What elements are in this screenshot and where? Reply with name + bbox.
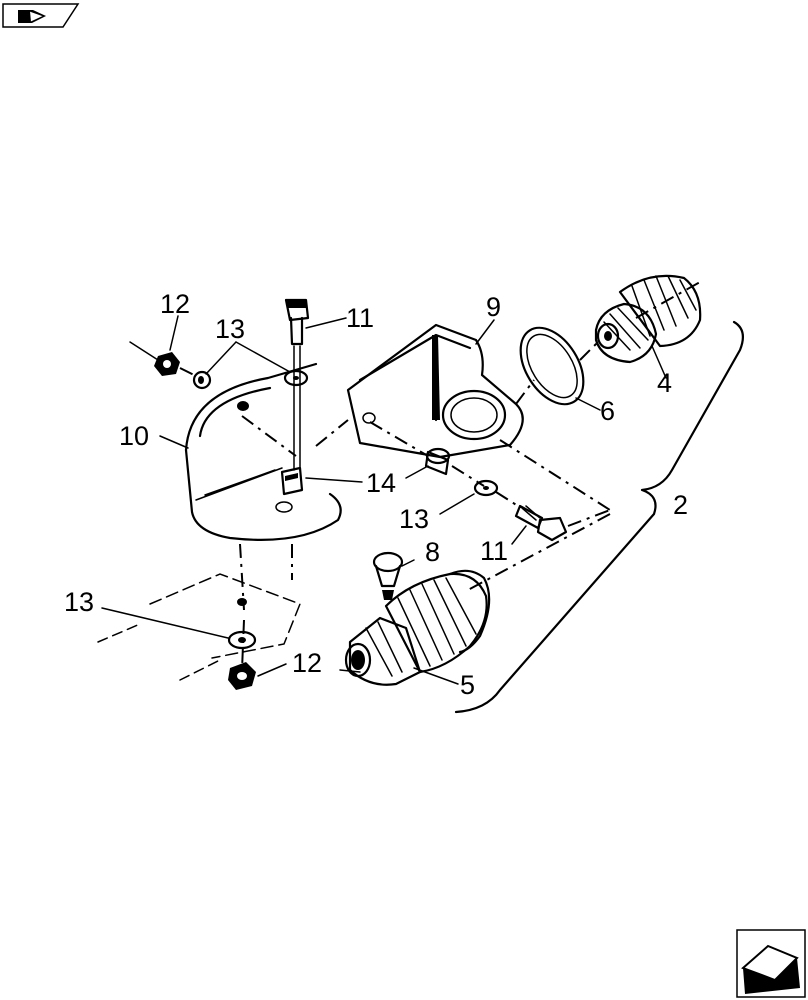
callout-9: 9	[486, 292, 501, 322]
callout-8: 8	[425, 537, 440, 567]
bracket-part-9	[346, 323, 524, 459]
next-page-icon[interactable]	[736, 929, 806, 998]
mounting-plate	[97, 573, 301, 681]
callout-13-mid: 13	[399, 504, 429, 534]
nut-part-12-low	[228, 662, 256, 690]
callout-11-top: 11	[346, 303, 374, 333]
bolt-part-11-bottom	[514, 504, 568, 542]
callout-13-low: 13	[64, 587, 94, 617]
leader-lines	[101, 315, 667, 685]
nut-part-12-top	[154, 352, 180, 376]
spacer-part-14	[424, 447, 451, 476]
connector-part-5	[344, 569, 491, 686]
washer-part-13-low	[227, 630, 257, 650]
callout-12-top: 12	[160, 289, 190, 319]
callout-5: 5	[460, 670, 475, 700]
previous-page-icon[interactable]	[2, 3, 80, 28]
callout-10: 10	[119, 421, 149, 451]
bracket-part-10	[184, 362, 342, 541]
plug-part-8	[372, 551, 404, 600]
callout-4: 4	[657, 368, 672, 398]
nut-on-bracket-10	[280, 466, 304, 496]
washer-part-13-mid	[473, 479, 499, 497]
connector-part-4	[594, 274, 702, 364]
group-brace-2	[454, 320, 745, 714]
callout-14: 14	[366, 468, 396, 498]
seal-ring-part-6	[519, 326, 585, 406]
bolt-part-11-top	[284, 298, 310, 346]
callout-13-top: 13	[215, 314, 245, 344]
callout-11-bottom: 11	[480, 536, 508, 566]
washer-part-13-left	[192, 370, 212, 390]
callout-12-low: 12	[292, 648, 322, 678]
washer-part-13-top	[283, 369, 309, 387]
callout-6: 6	[600, 396, 615, 426]
callout-2: 2	[673, 490, 688, 520]
